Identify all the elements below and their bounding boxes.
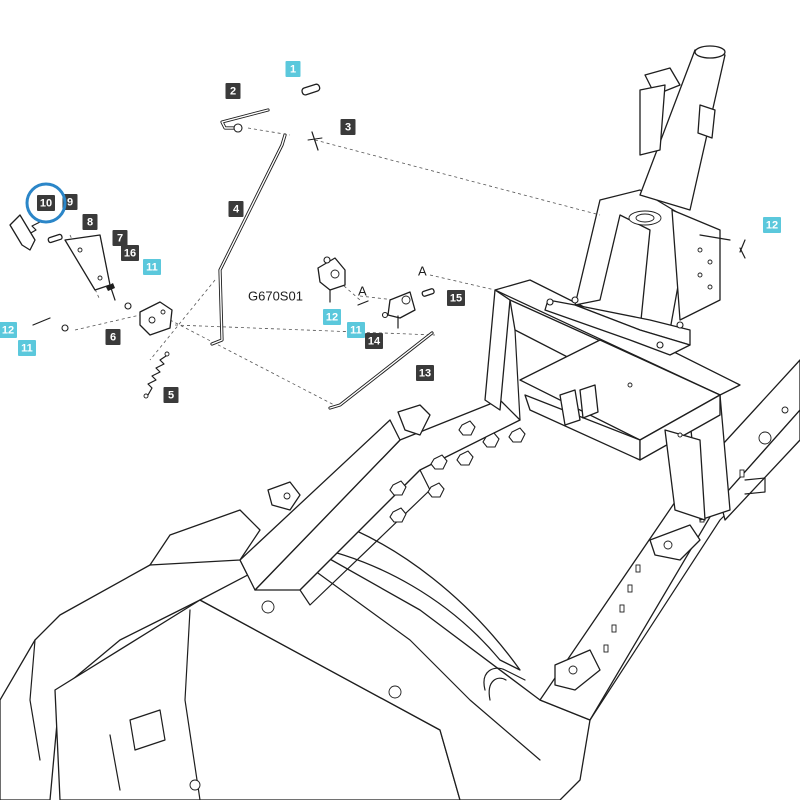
callout-box <box>340 119 356 135</box>
callout-number: 14 <box>368 336 381 348</box>
callout-box <box>143 259 161 275</box>
callout-c8: 8 <box>82 214 98 230</box>
callout-number: 10 <box>40 198 52 210</box>
part-1-grip <box>301 83 321 96</box>
callout-number: 16 <box>124 248 136 260</box>
callout-box <box>121 245 139 261</box>
part-12-pin-right <box>739 239 746 253</box>
callout-box <box>228 201 244 217</box>
part-7-plate <box>64 234 111 291</box>
callout-c6: 6 <box>105 329 121 345</box>
part-5-spring <box>143 351 170 399</box>
callout-number: 2 <box>230 86 236 98</box>
callout-box <box>763 217 781 233</box>
highlight-circle <box>25 182 67 224</box>
callout-c12c: 12 <box>763 217 781 233</box>
callout-c3: 3 <box>340 119 356 135</box>
callout-box <box>225 83 241 99</box>
part-15-pin <box>421 288 435 297</box>
callout-box <box>347 322 365 338</box>
ref-a-left: A <box>358 284 367 299</box>
callout-c16: 16 <box>121 245 139 261</box>
part-10-spring-clip <box>9 214 36 251</box>
callout-c15: 15 <box>447 290 465 306</box>
callout-c7: 7 <box>112 230 128 246</box>
part-16-screw <box>106 283 116 301</box>
right-rail-holes <box>603 406 789 653</box>
callout-box <box>416 365 434 381</box>
callout-box <box>112 230 128 246</box>
callout-c11a: 11 <box>18 340 36 356</box>
ref-a-right: A <box>418 264 427 279</box>
callout-box <box>0 322 17 338</box>
callout-number: 12 <box>2 325 14 337</box>
callout-box <box>163 387 179 403</box>
part-12-pin-mid <box>357 300 369 306</box>
callout-number: 9 <box>67 197 73 209</box>
callout-number: 6 <box>110 332 116 344</box>
callout-box <box>365 333 383 349</box>
callout-number: 1 <box>290 64 296 76</box>
callout-c11b: 11 <box>143 259 161 275</box>
callout-number: 15 <box>450 293 462 305</box>
callout-c1: 1 <box>285 61 301 77</box>
callout-number: 8 <box>87 217 93 229</box>
callout-number: 12 <box>326 312 338 324</box>
callout-number: 11 <box>21 343 33 355</box>
part-3-pin <box>307 131 323 151</box>
callout-box <box>18 340 36 356</box>
callout-number: 11 <box>350 325 362 337</box>
callout-number: 4 <box>233 204 240 216</box>
part-11-washer-mid <box>381 311 389 319</box>
callout-number: 12 <box>766 220 778 232</box>
callout-box <box>447 290 465 306</box>
callout-c2: 2 <box>225 83 241 99</box>
callout-box <box>37 195 55 211</box>
part-4-rod <box>210 133 287 346</box>
callout-c11c: 11 <box>347 322 365 338</box>
callout-c14: 14 <box>365 333 383 349</box>
callout-c5: 5 <box>163 387 179 403</box>
leader-lines <box>69 127 601 409</box>
part-6-bracket <box>139 301 173 336</box>
callout-box <box>323 309 341 325</box>
callout-c12a: 12 <box>0 322 17 338</box>
callout-box <box>82 214 98 230</box>
callout-number: 13 <box>419 368 431 380</box>
chassis-frame <box>0 45 800 800</box>
callout-box <box>105 329 121 345</box>
callout-c4: 4 <box>228 201 244 217</box>
g670s01-bushing <box>317 256 346 303</box>
callout-box <box>285 61 301 77</box>
callout-c10: 10 <box>37 195 55 211</box>
callout-number: 7 <box>117 233 123 245</box>
part-8-pin <box>47 233 63 244</box>
callout-number: 5 <box>168 390 174 402</box>
part-12-pin-left <box>32 317 51 326</box>
callout-number: 3 <box>345 122 351 134</box>
part-code-label: G670S01 <box>248 289 303 304</box>
callout-c12b: 12 <box>323 309 341 325</box>
part-2-lever <box>220 108 270 133</box>
part-14-bushing <box>387 291 416 329</box>
callout-number: 11 <box>146 262 158 274</box>
callout-c13: 13 <box>416 365 434 381</box>
left-rail-holes <box>389 420 526 523</box>
column-plate-holes <box>697 247 713 290</box>
part-13-rod <box>328 331 434 410</box>
part-11-washer-left <box>61 302 132 332</box>
